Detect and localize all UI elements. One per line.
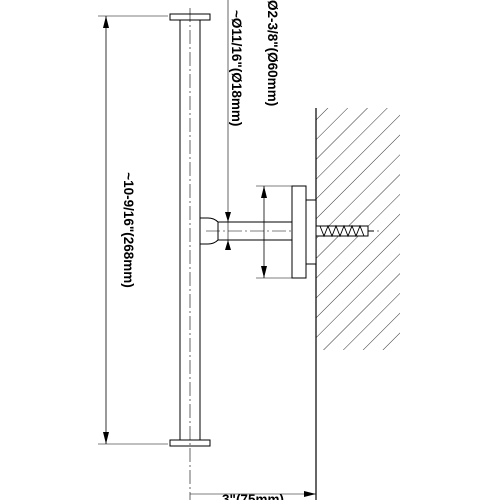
flange-plate xyxy=(305,199,317,265)
dimension-flange-diameter: Ø2-3/8"(Ø60mm) xyxy=(256,0,300,279)
dimension-overall-length: ~10-9/16"(268mm) xyxy=(98,15,168,445)
wall-flange xyxy=(291,185,317,279)
wall-anchor-screw xyxy=(315,224,374,238)
dimension-projection: 3"(75mm) xyxy=(190,491,316,500)
bar-diameter-label: ~Ø11/16"(Ø18mm) xyxy=(229,10,244,126)
dimension-bar-diameter: ~Ø11/16"(Ø18mm) xyxy=(220,0,244,250)
flange-diameter-label: Ø2-3/8"(Ø60mm) xyxy=(265,0,280,106)
screw-thread xyxy=(319,224,365,238)
vertical-bar xyxy=(169,8,211,500)
projection-label: 3"(75mm) xyxy=(222,492,284,500)
wall xyxy=(315,108,400,500)
flange-body xyxy=(291,185,307,279)
overall-length-label: ~10-9/16"(268mm) xyxy=(121,172,136,288)
